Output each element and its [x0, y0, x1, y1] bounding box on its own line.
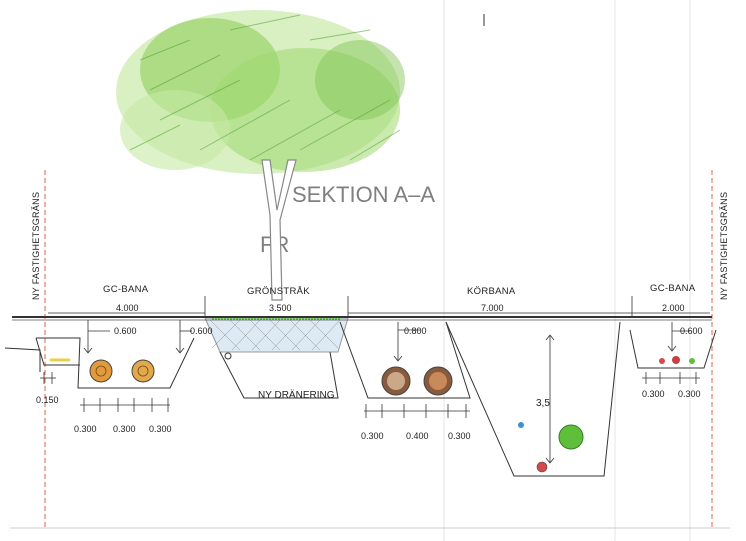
depth-label-gc-right: 0.600	[680, 326, 703, 336]
zone-gronstrak-label: GRÖNSTRÅK	[247, 286, 310, 297]
pipe-red	[536, 461, 548, 473]
zone-gronstrak-width: 3.500	[269, 303, 292, 313]
left-ground-edge	[4, 347, 41, 372]
depth-markers	[83, 320, 690, 464]
zone-gc-bana-left-width: 4.000	[116, 303, 139, 313]
depth-label-korbana: 0.800	[404, 326, 427, 336]
spacing-gc-right-1: 0.300	[642, 389, 665, 399]
pipe-orange-2	[131, 359, 155, 383]
planting-bed	[204, 316, 349, 360]
spacing-gc-right-2: 0.300	[678, 389, 701, 399]
edge-label-left: 0.150	[36, 395, 59, 405]
depth-label-gc-left-2: 0.600	[190, 326, 213, 336]
spacing-korbana-3: 0.300	[448, 431, 471, 441]
zone-gc-bana-right-width: 2.000	[662, 303, 685, 313]
left-property-boundary-label: NY FASTIGHETSGRÄNS	[31, 192, 41, 300]
drain-label: NY DRÄNERING	[258, 389, 335, 401]
right-property-boundary-label: NY FASTIGHETSGRÄNS	[719, 192, 729, 300]
zone-dimension-lines	[48, 296, 710, 316]
depth-label-gc-left-1: 0.600	[114, 326, 137, 336]
zone-gc-bana-right-label: GC-BANA	[650, 283, 696, 294]
tree-crown-illustration	[116, 10, 405, 174]
trench-korbana	[339, 321, 621, 477]
deep-trench-depth-label: 3,5	[536, 398, 550, 409]
spacing-ticks	[40, 372, 700, 418]
pipe-orange-1	[89, 359, 113, 383]
trench-gc-right	[629, 329, 717, 369]
sheet-guides	[443, 0, 691, 541]
zone-korbana-width: 7.000	[481, 303, 504, 313]
spacing-korbana-1: 0.300	[361, 431, 384, 441]
spacing-gc-left-2: 0.300	[113, 424, 136, 434]
trench-gc-left	[35, 337, 195, 389]
pipe-blue	[518, 422, 524, 428]
spacing-gc-left-1: 0.300	[74, 424, 97, 434]
pipe-green	[558, 424, 584, 450]
zone-korbana-label: KÖRBANA	[467, 286, 516, 297]
trench-gronstrak	[219, 351, 339, 399]
tree-trunk	[261, 159, 297, 301]
zone-gc-bana-left-label: GC-BANA	[103, 284, 149, 295]
spacing-korbana-2: 0.400	[406, 431, 429, 441]
background-title-fragment: SEKTION A–A	[292, 182, 435, 207]
pipes	[50, 356, 695, 473]
spacing-gc-left-3: 0.300	[149, 424, 172, 434]
